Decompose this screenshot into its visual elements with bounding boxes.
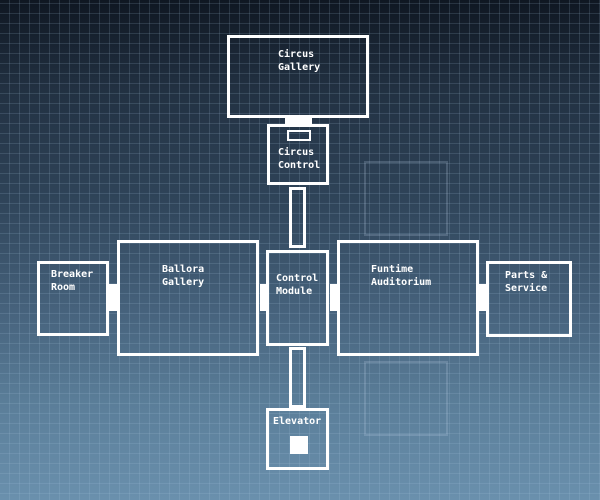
ghost-room-lower	[364, 361, 448, 436]
room-control-module[interactable]: Control Module	[266, 250, 329, 346]
room-label-circus-control: Circus Control	[278, 147, 321, 171]
room-label-elevator: Elevator	[273, 416, 322, 427]
room-label-circus-gallery: Circus Gallery	[278, 49, 321, 73]
connector-breaker-ballora	[109, 284, 117, 311]
room-label-parts-service: Parts & Service	[505, 270, 548, 294]
room-label-ballora-gallery: Ballora Gallery	[162, 264, 205, 288]
room-label-funtime-auditorium: Funtime Auditorium	[371, 264, 432, 288]
room-ballora-gallery[interactable]: Ballora Gallery	[117, 240, 259, 356]
ghost-room-upper	[364, 161, 448, 236]
room-label-breaker-room: Breaker Room	[51, 269, 94, 293]
connector-funtime-parts	[479, 284, 487, 311]
room-parts-service[interactable]: Parts & Service	[486, 261, 572, 337]
connector-ballora-control	[260, 284, 267, 311]
hallway-south	[289, 347, 306, 408]
room-funtime-auditorium[interactable]: Funtime Auditorium	[337, 240, 479, 356]
elevator-call-button[interactable]	[290, 436, 308, 454]
room-circus-control[interactable]: Circus Control	[267, 124, 329, 185]
room-circus-gallery[interactable]: Circus Gallery	[227, 35, 369, 118]
connector-circus-gallery-control	[285, 118, 312, 125]
hallway-north	[289, 187, 306, 248]
connector-control-funtime	[330, 284, 338, 311]
circus-control-vent-slot	[287, 130, 311, 141]
room-breaker-room[interactable]: Breaker Room	[37, 261, 109, 336]
room-label-control-module: Control Module	[276, 273, 319, 297]
room-elevator[interactable]: Elevator	[266, 408, 329, 470]
